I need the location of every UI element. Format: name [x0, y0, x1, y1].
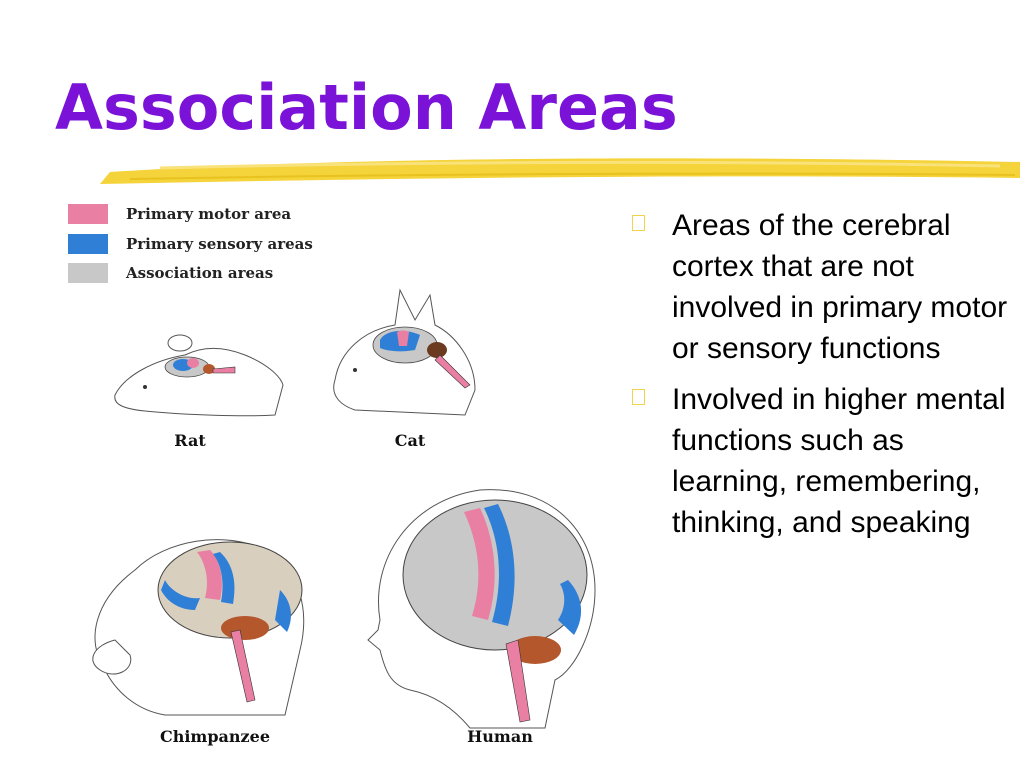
- bullet-item: Involved in higher mental functions such…: [628, 379, 1008, 543]
- legend-label-association: Association areas: [126, 264, 274, 282]
- caption-cat: Cat: [394, 431, 426, 450]
- caption-rat: Rat: [174, 431, 206, 450]
- legend-label-motor: Primary motor area: [126, 205, 292, 223]
- legend-swatch-sensory: [68, 234, 108, 254]
- title-underline-brushstroke: [100, 158, 1020, 184]
- rat-illustration: [114, 334, 284, 417]
- legend-label-sensory: Primary sensory areas: [126, 235, 313, 253]
- slide-title: Association Areas: [55, 71, 678, 144]
- human-illustration: [367, 489, 596, 729]
- legend-item-motor: Primary motor area: [68, 203, 291, 225]
- bullet-item: Areas of the cerebral cortex that are no…: [628, 205, 1008, 369]
- legend-swatch-association: [68, 263, 108, 283]
- chimpanzee-illustration: [92, 539, 305, 716]
- bullet-list: Areas of the cerebral cortex that are no…: [628, 205, 1008, 553]
- legend-item-sensory: Primary sensory areas: [68, 233, 313, 255]
- caption-chimpanzee: Chimpanzee: [159, 727, 270, 746]
- bullet-text: Areas of the cerebral cortex that are no…: [672, 209, 1008, 365]
- square-bullet-icon: [632, 215, 645, 231]
- cat-illustration: [333, 288, 476, 416]
- legend-swatch-motor: [68, 204, 108, 224]
- legend-item-association: Association areas: [68, 262, 273, 284]
- square-bullet-icon: [632, 389, 645, 405]
- caption-human: Human: [467, 727, 533, 746]
- brain-comparison-figure: Primary motor area Primary sensory areas…: [60, 195, 620, 755]
- bullet-text: Involved in higher mental functions such…: [672, 383, 1006, 539]
